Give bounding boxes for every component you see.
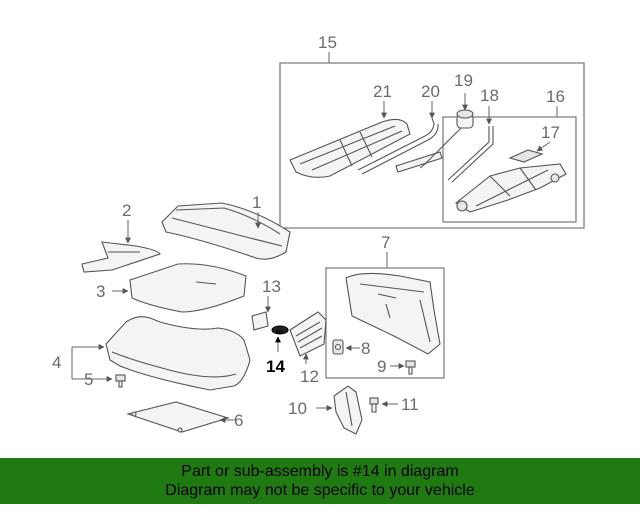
trunk-mat-part[interactable] bbox=[129, 263, 247, 313]
nut-part[interactable] bbox=[332, 339, 344, 355]
callout-1[interactable]: 1 bbox=[252, 193, 261, 212]
bolt-part-11[interactable] bbox=[369, 397, 379, 413]
callout-8[interactable]: 8 bbox=[361, 339, 370, 358]
jack-handle-part[interactable] bbox=[447, 126, 494, 183]
banner-line-2: Diagram may not be specific to your vehi… bbox=[165, 482, 475, 499]
callout-19[interactable]: 19 bbox=[454, 71, 473, 90]
callout-15[interactable]: 15 bbox=[318, 33, 337, 52]
trunk-panel-part[interactable] bbox=[345, 272, 441, 355]
small-bracket-part[interactable] bbox=[251, 311, 269, 331]
parts-diagram: 15 16 21 20 19 18 17 bbox=[52, 33, 585, 435]
callout-10[interactable]: 10 bbox=[288, 399, 307, 418]
bracket-part[interactable] bbox=[81, 241, 161, 273]
callout-2[interactable]: 2 bbox=[122, 201, 131, 220]
callout-6[interactable]: 6 bbox=[234, 411, 243, 430]
callout-11[interactable]: 11 bbox=[401, 395, 419, 414]
rear-shelf-part[interactable] bbox=[161, 202, 291, 260]
tool-kit-box bbox=[279, 62, 585, 229]
callout-9[interactable]: 9 bbox=[377, 357, 386, 376]
jack-box bbox=[442, 116, 577, 223]
callout-20[interactable]: 20 bbox=[421, 82, 440, 101]
callout-16[interactable]: 16 bbox=[546, 87, 565, 106]
bolt-part-9[interactable] bbox=[405, 360, 416, 375]
side-bracket-part[interactable] bbox=[333, 385, 363, 435]
callout-5[interactable]: 5 bbox=[84, 370, 93, 389]
jack-label-part[interactable] bbox=[508, 149, 544, 163]
callout-18[interactable]: 18 bbox=[480, 86, 499, 105]
callout-17[interactable]: 17 bbox=[541, 123, 560, 142]
callout-12[interactable]: 12 bbox=[300, 367, 319, 386]
tray-part[interactable] bbox=[126, 401, 230, 433]
callout-7[interactable]: 7 bbox=[381, 233, 390, 252]
callout-4[interactable]: 4 bbox=[52, 353, 61, 372]
tool-bag-part[interactable] bbox=[289, 118, 411, 178]
banner-line-1: Part or sub-assembly is #14 in diagram bbox=[181, 463, 459, 480]
scissor-jack-part[interactable] bbox=[455, 163, 567, 213]
wrench-part[interactable] bbox=[357, 117, 443, 175]
vent-grille-part[interactable] bbox=[289, 311, 327, 357]
clip-part[interactable] bbox=[115, 374, 126, 388]
callout-13[interactable]: 13 bbox=[262, 277, 281, 296]
callout-21[interactable]: 21 bbox=[373, 82, 392, 101]
clip-part-14[interactable] bbox=[271, 325, 289, 335]
cap-part[interactable] bbox=[419, 109, 474, 169]
callout-3[interactable]: 3 bbox=[96, 282, 105, 301]
callout-14[interactable]: 14 bbox=[266, 357, 285, 376]
info-banner: Part or sub-assembly is #14 in diagram D… bbox=[0, 458, 640, 504]
trunk-floor-part[interactable] bbox=[105, 316, 251, 391]
